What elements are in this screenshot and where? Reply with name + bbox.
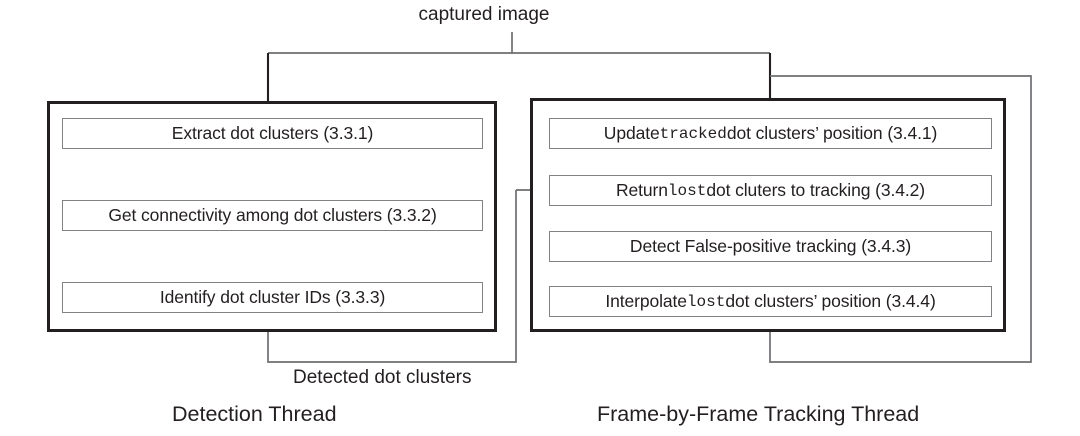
step-get-connectivity-among-dot-clusters[interactable]: Get connectivity among dot clusters (3.3…	[62, 200, 483, 231]
step-342-suffix: dot cluters to tracking (3.4.2)	[706, 179, 925, 200]
step-update-tracked-dot-clusters-position[interactable]: Update tracked dot clusters’ position (3…	[549, 118, 992, 149]
step-detect-false-positive-tracking[interactable]: Detect False-positive tracking (3.4.3)	[549, 231, 992, 262]
step-342-prefix: Return	[615, 179, 668, 200]
detected-dot-clusters-label: Detected dot clusters	[293, 367, 472, 388]
detection-thread-title: Detection Thread	[172, 402, 337, 426]
step-return-lost-dot-cluters-to-tracking[interactable]: Return lost dot cluters to tracking (3.4…	[549, 175, 992, 206]
step-341-keyword: tracked	[659, 124, 727, 143]
step-identify-dot-cluster-ids-label: Identify dot cluster IDs (3.3.3)	[159, 286, 386, 307]
connector-detected-dot-clusters-path	[267, 190, 517, 363]
step-341-prefix: Update	[603, 122, 660, 143]
step-344-suffix: dot clusters’ position (3.4.4)	[725, 290, 936, 311]
tracking-thread-title: Frame-by-Frame Tracking Thread	[597, 402, 920, 426]
connector-tracking-feedback-loop	[769, 75, 1032, 363]
step-extract-dot-clusters-label: Extract dot clusters (3.3.1)	[171, 122, 374, 143]
step-extract-dot-clusters[interactable]: Extract dot clusters (3.3.1)	[62, 118, 483, 149]
step-341-suffix: dot clusters’ position (3.4.1)	[726, 122, 938, 143]
step-get-connectivity-label: Get connectivity among dot clusters (3.3…	[108, 204, 437, 225]
captured-image-label: captured image	[0, 5, 1080, 24]
captured-image-text: captured image	[418, 4, 550, 25]
step-343-prefix: Detect False-positive tracking (3.4.3)	[629, 235, 912, 256]
step-interpolate-lost-dot-clusters-position[interactable]: Interpolate lost dot clusters’ position …	[549, 286, 992, 317]
step-344-keyword: lost	[686, 292, 726, 311]
step-identify-dot-cluster-ids[interactable]: Identify dot cluster IDs (3.3.3)	[62, 282, 483, 313]
step-344-prefix: Interpolate	[605, 290, 687, 311]
step-342-keyword: lost	[667, 181, 707, 200]
